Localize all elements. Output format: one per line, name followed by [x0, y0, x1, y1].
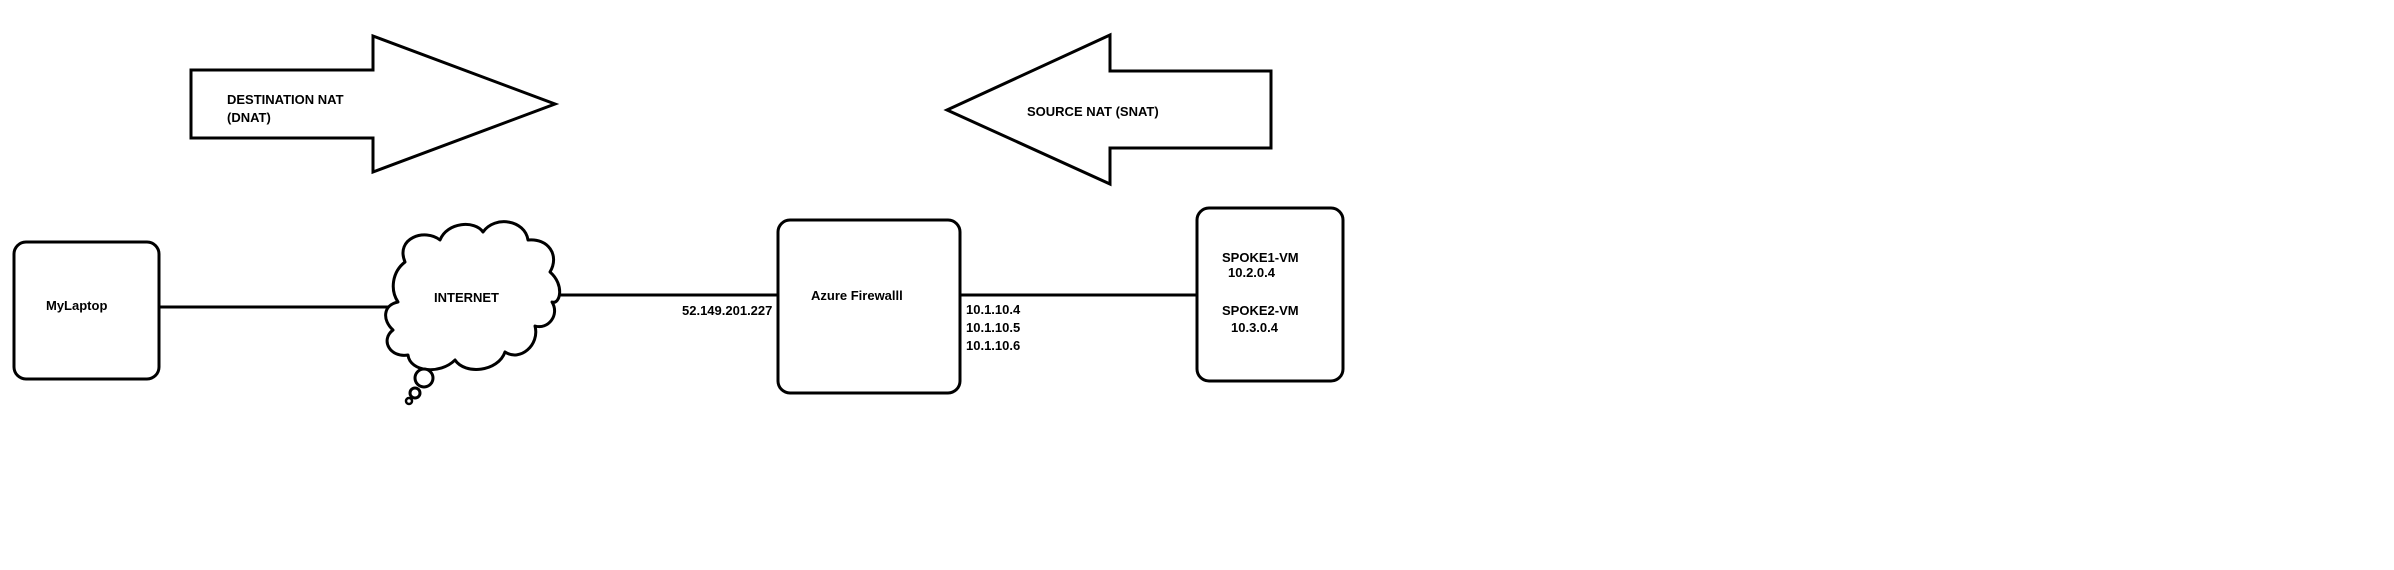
laptop-node: MyLaptop [12, 240, 161, 381]
snat-arrow-shape [943, 32, 1273, 187]
cloud-bubble-small [404, 396, 414, 406]
internet-label: INTERNET [434, 290, 499, 305]
firewall-private-ips: 10.1.10.4 10.1.10.5 10.1.10.6 [966, 302, 1021, 353]
firewall-private-ip: 10.1.10.5 [966, 320, 1020, 335]
spoke2-ip: 10.3.0.4 [1231, 320, 1279, 335]
snat-arrow: SOURCE NAT (SNAT) [943, 32, 1273, 187]
laptop-label: MyLaptop [46, 298, 107, 313]
dnat-arrow: DESTINATION NAT (DNAT) [189, 33, 560, 175]
spokes-node: SPOKE1-VM 10.2.0.4 SPOKE2-VM 10.3.0.4 [1195, 206, 1345, 383]
snat-label: SOURCE NAT (SNAT) [1027, 104, 1159, 119]
firewall-public-ip: 52.149.201.227 [682, 303, 772, 318]
firewall-private-ip: 10.1.10.6 [966, 338, 1020, 353]
cloud-bubble-medium [408, 386, 422, 400]
spoke1-ip: 10.2.0.4 [1228, 265, 1276, 280]
dnat-label-line1: DESTINATION NAT [227, 92, 344, 107]
internet-node: INTERNET [384, 220, 562, 406]
spokes-box [1195, 206, 1345, 383]
laptop-box [12, 240, 161, 381]
firewall-private-ip: 10.1.10.4 [966, 302, 1021, 317]
spoke2-name: SPOKE2-VM [1222, 303, 1299, 318]
dnat-label-line2: (DNAT) [227, 110, 271, 125]
spoke1-name: SPOKE1-VM [1222, 250, 1299, 265]
firewall-box [776, 218, 962, 395]
dnat-arrow-shape [189, 33, 560, 175]
firewall-node: Azure Firewalll [776, 218, 962, 395]
firewall-label: Azure Firewalll [811, 288, 903, 303]
cloud-icon [384, 220, 562, 372]
cloud-bubble-large [413, 367, 435, 389]
